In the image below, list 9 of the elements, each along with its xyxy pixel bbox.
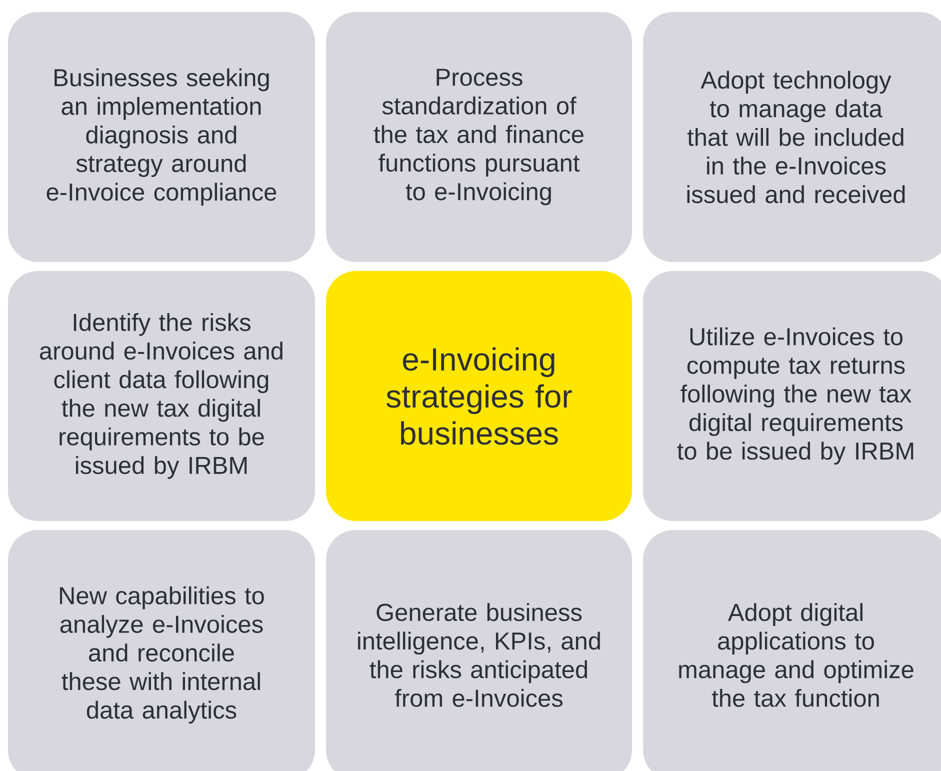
title-box: e-Invoicing strategies for businesses [326,271,632,521]
strategy-box: Identify the risks around e-Invoices and client data following the new tax digital requirements to be issued by IRBM [8,271,315,521]
strategy-box: Adopt digital applications to manage and optimize the tax function [643,530,941,771]
strategy-box: Generate business intelligence, KPIs, and the risks anticipated from e-Invoices [326,530,632,771]
strategy-box: Process standardization of the tax and finance functions pursuant to e-Invoicing [326,12,632,262]
strategy-box: Utilize e-Invoices to compute tax returns following the new tax digital requirements to be issued by IRBM [643,271,941,521]
strategy-box: Businesses seeking an implementation diagnosis and strategy around e-Invoice compliance [8,12,315,262]
strategy-box: New capabilities to analyze e-Invoices and reconcile these with internal data analytics [8,530,315,771]
strategy-box: Adopt technology to manage data that will be included in the e-Invoices issued and received [643,12,941,262]
